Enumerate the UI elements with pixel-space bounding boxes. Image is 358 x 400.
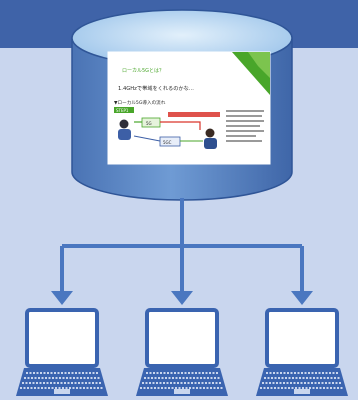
laptop-screen: [25, 308, 99, 368]
laptop-icon: [256, 308, 348, 396]
person-body-2: [204, 138, 217, 149]
laptop-touchpad: [174, 389, 190, 394]
laptop-icon: [16, 308, 108, 396]
slide-badge: [114, 107, 134, 113]
flow-arrow-2: [160, 121, 201, 130]
arrow-head-center: [171, 291, 193, 305]
person-icon: [119, 119, 129, 129]
flow-arrow-3: [133, 135, 161, 142]
slide-header-text: ローカル5Gとは？: [122, 68, 164, 74]
laptop-screen: [265, 308, 339, 368]
laptop-touchpad: [294, 389, 310, 394]
laptop-icon: [136, 308, 228, 396]
person-body: [118, 129, 131, 140]
slide-bullet-text: 1.4GHzで帯域をくれるのかな…: [118, 84, 194, 92]
slide-text-block: [226, 110, 264, 142]
flow-box-label-2: 5GC: [163, 140, 172, 145]
flow-box-label: 5G: [146, 121, 152, 126]
slide-badge-label: STEP1: [116, 108, 129, 113]
arrow-head-right: [291, 291, 313, 305]
connector-lines: [60, 198, 304, 292]
flow-banner: [168, 112, 220, 117]
slide-thumbnail: ローカル5Gとは？ 1.4GHzで帯域をくれるのかな… ▼ローカル5G導入の流れ…: [107, 51, 271, 165]
slide-section-heading: ▼ローカル5G導入の流れ: [114, 99, 166, 106]
slide-accent-2: [248, 52, 270, 78]
laptop-touchpad: [54, 389, 70, 394]
person-icon-2: [205, 128, 215, 138]
arrow-head-left: [51, 291, 73, 305]
laptop-screen: [145, 308, 219, 368]
